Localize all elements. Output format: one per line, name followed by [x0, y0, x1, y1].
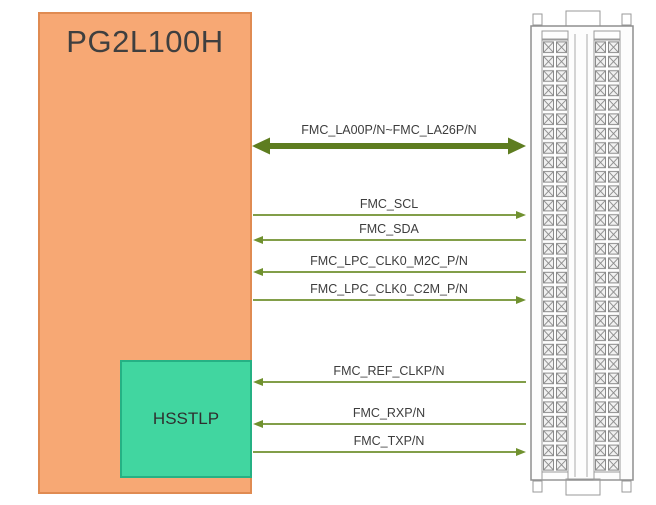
- signal-label-ref-clk: FMC_REF_CLKP/N: [333, 364, 445, 378]
- signal-label-lpc-clk0-c2m: FMC_LPC_CLK0_C2M_P/N: [310, 282, 468, 296]
- signal-label-rx: FMC_RXP/N: [352, 406, 426, 420]
- arrow-fmc-scl: [253, 211, 526, 219]
- arrow-fmc-lpc-clk0-c2m: [253, 296, 526, 304]
- hsstlp-block: HSSTLP: [120, 360, 252, 478]
- signal-label-lpc-clk0-m2c: FMC_LPC_CLK0_M2C_P/N: [310, 254, 468, 268]
- signal-label-sda: FMC_SDA: [359, 222, 419, 236]
- arrow-fmc-sda: [253, 236, 526, 244]
- fmc-connector-icon: [530, 10, 634, 496]
- fpga-label: PG2L100H: [66, 24, 224, 59]
- arrow-fmc-tx: [253, 448, 526, 456]
- arrow-fmc-rx: [253, 420, 526, 428]
- signal-label-tx: FMC_TXP/N: [353, 434, 425, 448]
- signal-label-scl: FMC_SCL: [359, 197, 419, 211]
- hsstlp-label: HSSTLP: [152, 409, 220, 428]
- arrow-fmc-ref-clk: [253, 378, 526, 386]
- arrow-fmc-lpc-clk0-m2c: [253, 268, 526, 276]
- signal-label-la-bus: FMC_LA00P/N~FMC_LA26P/N: [301, 123, 477, 137]
- arrow-fmc-la-bus: [252, 137, 526, 155]
